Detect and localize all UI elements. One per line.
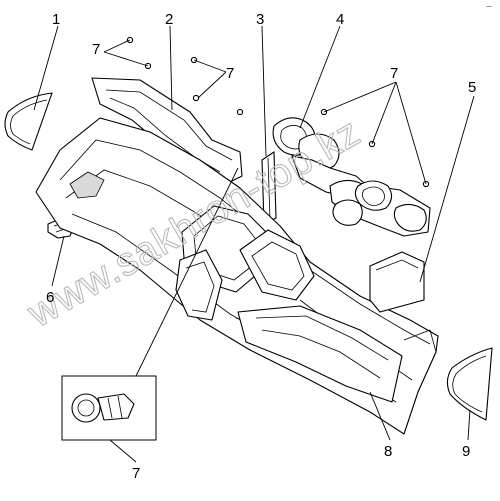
callout-5: 5 bbox=[468, 79, 476, 96]
callout-2: 2 bbox=[165, 11, 173, 28]
callout-1: 1 bbox=[52, 11, 60, 28]
part-1-left-end-cap bbox=[4, 92, 53, 151]
callout-7-top-center: 7 bbox=[226, 65, 234, 82]
callout-7-inset: 7 bbox=[132, 465, 140, 482]
part-9-right-end-cap bbox=[446, 347, 493, 421]
inset-fastener-detail bbox=[61, 375, 157, 441]
callout-3: 3 bbox=[256, 11, 264, 28]
instrument-panel-body bbox=[35, 117, 439, 435]
callout-9: 9 bbox=[462, 443, 470, 460]
callout-7-top-left: 7 bbox=[92, 41, 100, 58]
callout-labels: 1 2 3 4 7 7 7 5 6 7 8 9 bbox=[46, 11, 476, 482]
callout-8: 8 bbox=[384, 443, 392, 460]
leader-lines bbox=[33, 25, 475, 463]
corner-mark: ~ bbox=[486, 2, 492, 13]
callout-4: 4 bbox=[336, 11, 344, 28]
part-4-vent-assembly bbox=[272, 117, 431, 237]
callout-7-top-right: 7 bbox=[390, 65, 398, 82]
callout-6: 6 bbox=[46, 289, 54, 306]
part-3-vertical-strip bbox=[261, 151, 277, 225]
push-clip-icon bbox=[71, 393, 135, 423]
part-5-panel bbox=[369, 251, 425, 313]
